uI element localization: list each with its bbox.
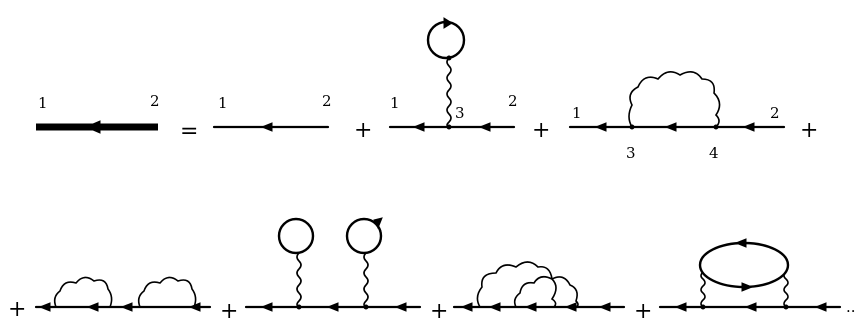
vertex-dot bbox=[363, 304, 369, 310]
loop-arrow-icon bbox=[734, 238, 747, 248]
label-vertex-3: 3 bbox=[455, 104, 465, 122]
full-propagator: 1 2 bbox=[36, 92, 160, 134]
arrow-left-icon bbox=[524, 302, 537, 312]
loop-arrow-icon bbox=[741, 282, 754, 292]
wavy-photon-line bbox=[296, 252, 302, 308]
vertex-dot bbox=[783, 304, 789, 310]
arrow-left-icon bbox=[260, 122, 273, 132]
equals-sign: = bbox=[180, 119, 198, 144]
arrow-left-icon bbox=[564, 302, 577, 312]
plus-sign: + bbox=[8, 297, 26, 322]
bubble-diagram bbox=[658, 238, 842, 312]
label-vertex-4: 4 bbox=[709, 144, 719, 162]
arrow-left-icon bbox=[664, 122, 677, 132]
double-exchange-diagram bbox=[34, 276, 212, 312]
plus-sign: + bbox=[800, 118, 818, 143]
arrow-left-icon bbox=[814, 302, 827, 312]
closed-loop bbox=[277, 217, 315, 255]
plus-sign: + bbox=[220, 299, 238, 324]
tadpole-diagram: 1 3 2 bbox=[388, 17, 518, 132]
arrow-left-icon bbox=[412, 122, 425, 132]
arrow-left-icon bbox=[594, 122, 607, 132]
wavy-photon-line bbox=[513, 275, 579, 308]
wavy-photon-line bbox=[783, 271, 789, 308]
closed-loop bbox=[345, 217, 383, 255]
wavy-photon-line bbox=[700, 271, 706, 308]
vertex-dot bbox=[629, 124, 635, 130]
loop-arrow-icon bbox=[373, 217, 383, 230]
label-point-1: 1 bbox=[218, 94, 228, 112]
label-point-2: 2 bbox=[770, 104, 780, 122]
wavy-photon-line bbox=[53, 276, 113, 308]
wavy-photon-line bbox=[137, 276, 197, 308]
plus-sign: + bbox=[634, 299, 652, 324]
vertex-dot bbox=[713, 124, 719, 130]
label-point-2: 2 bbox=[150, 92, 160, 110]
closed-loop bbox=[426, 20, 466, 60]
arrow-left-icon bbox=[478, 122, 491, 132]
arrow-left-icon bbox=[326, 302, 339, 312]
vertex-dot bbox=[446, 124, 452, 130]
wavy-photon-line bbox=[446, 57, 452, 127]
arrow-left-icon bbox=[86, 302, 99, 312]
vertex-dot bbox=[446, 55, 452, 61]
label-point-1: 1 bbox=[38, 94, 48, 112]
plus-sign: + bbox=[430, 299, 448, 324]
arrow-left-icon bbox=[84, 120, 101, 134]
loop-arrow-icon bbox=[443, 17, 453, 29]
arrow-left-icon bbox=[120, 302, 133, 312]
label-point-2: 2 bbox=[508, 92, 518, 110]
wavy-photon-line bbox=[363, 252, 369, 308]
label-point-1: 1 bbox=[390, 94, 400, 112]
arrow-left-icon bbox=[742, 122, 755, 132]
label-point-1: 1 bbox=[572, 104, 582, 122]
crossed-exchange-diagram bbox=[452, 261, 626, 312]
bare-propagator: 1 2 bbox=[212, 92, 332, 132]
exchange-diagram: 1 2 3 4 bbox=[568, 71, 786, 162]
continuation-ellipsis: .. bbox=[846, 298, 856, 316]
label-vertex-3: 3 bbox=[626, 144, 636, 162]
fermion-bubble bbox=[698, 241, 790, 289]
arrow-left-icon bbox=[38, 302, 51, 312]
wavy-photon-line bbox=[476, 261, 557, 308]
plus-sign: + bbox=[532, 118, 550, 143]
vertex-dot bbox=[700, 304, 706, 310]
arrow-left-icon bbox=[674, 302, 687, 312]
arrow-left-icon bbox=[460, 302, 473, 312]
arrow-left-icon bbox=[394, 302, 407, 312]
plus-sign: + bbox=[354, 118, 372, 143]
vertex-dot bbox=[296, 304, 302, 310]
arrow-left-icon bbox=[744, 302, 757, 312]
label-point-2: 2 bbox=[322, 92, 332, 110]
arrow-left-icon bbox=[488, 302, 501, 312]
double-tadpole-diagram bbox=[244, 217, 422, 312]
wavy-photon-line bbox=[628, 71, 721, 128]
arrow-left-icon bbox=[260, 302, 273, 312]
arrow-left-icon bbox=[598, 302, 611, 312]
